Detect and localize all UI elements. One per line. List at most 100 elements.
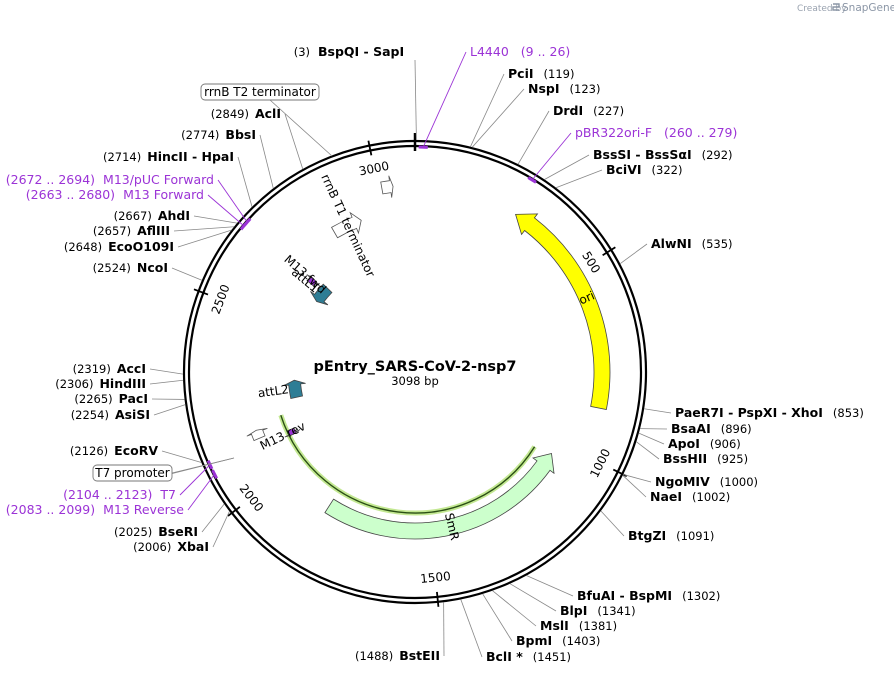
primer-position: (260 .. 279): [664, 125, 737, 140]
enzyme-leader: [509, 583, 557, 612]
enzyme-name: HindIII: [99, 376, 146, 391]
enzyme-leader: [153, 404, 186, 416]
enzyme-site[interactable]: NgoMIV(1000): [623, 474, 758, 489]
enzyme-site[interactable]: AsiSI(2254): [71, 404, 186, 422]
enzyme-site[interactable]: BssSI - BssSαI(292): [544, 147, 733, 180]
enzyme-site[interactable]: NspI(123): [471, 81, 600, 148]
enzyme-site[interactable]: AclI(2849): [211, 106, 304, 170]
primer-site[interactable]: M13 Reverse(2083 .. 2099): [6, 469, 219, 517]
primer-site[interactable]: M13/pUC Forward(2672 .. 2694): [6, 172, 252, 227]
enzyme-site[interactable]: PaeR7I - PspXI - XhoI(853): [644, 405, 864, 420]
primer-site[interactable]: L4440 (9 .. 26): [418, 44, 571, 149]
enzyme-site[interactable]: BlpI(1341): [509, 583, 636, 618]
boxed-label[interactable]: T7 promoter: [92, 457, 235, 482]
boxed-leader: [171, 457, 235, 474]
feature-m13-fwd: [306, 274, 320, 287]
enzyme-name: DrdI: [553, 103, 583, 118]
enzyme-site[interactable]: BciVI(322): [555, 162, 683, 189]
enzyme-name: BseRI: [158, 524, 198, 539]
boxed-feature-labels: rrnB T2 terminator T7 promoter: [92, 83, 333, 482]
enzyme-site[interactable]: BsaAI(896): [639, 421, 752, 436]
enzyme-site[interactable]: BstEII(1488): [355, 602, 445, 663]
enzyme-site[interactable]: MslI(1381): [492, 590, 618, 633]
feature-label-attl2: attL2: [257, 382, 290, 400]
enzyme-site[interactable]: PacI(2265): [74, 391, 185, 406]
feature-t7-prom: [246, 427, 268, 442]
enzyme-site[interactable]: AlwNI (535): [619, 236, 733, 265]
enzyme-site[interactable]: BseRI(2025): [114, 503, 225, 539]
feature-rrnb-t2: [380, 175, 394, 198]
enzyme-leader: [544, 154, 590, 180]
enzyme-site[interactable]: DrdI(227): [517, 103, 624, 165]
enzyme-site[interactable]: ApoI(906): [638, 432, 741, 451]
enzyme-site[interactable]: NcoI(2524): [93, 260, 203, 281]
boxed-label[interactable]: rrnB T2 terminator: [200, 83, 333, 157]
enzyme-site[interactable]: EcoO109I(2648): [64, 229, 232, 254]
enzyme-name: AlwNI: [651, 236, 692, 251]
enzyme-site[interactable]: BpmI(1403): [482, 593, 601, 648]
primer-name: M13/pUC Forward: [103, 172, 214, 187]
enzyme-position: (925): [717, 452, 748, 466]
feature-ori: [515, 213, 611, 411]
feature-rrnb-t1: [331, 211, 362, 239]
enzyme-position: (896): [721, 422, 752, 436]
enzyme-name: BssSI - BssSαI: [593, 147, 692, 162]
enzyme-position: (853): [833, 406, 864, 420]
enzyme-site[interactable]: BfuAI - BspMI(1302): [526, 575, 720, 603]
primer-mark: [527, 176, 537, 184]
plasmid-name: pEntry_SARS-CoV-2-nsp7: [314, 359, 517, 375]
enzyme-name: PacI: [119, 391, 148, 406]
enzyme-name: AsiSI: [115, 407, 150, 422]
tick-label: 2500: [209, 283, 233, 317]
primer-site[interactable]: pBR322ori-F(260 .. 279): [527, 125, 737, 184]
enzyme-leader: [161, 450, 202, 463]
enzyme-name: XbaI: [177, 539, 209, 554]
enzyme-site[interactable]: NaeI (1002): [622, 474, 731, 504]
enzyme-site[interactable]: HindIII(2306): [55, 376, 184, 391]
enzyme-position: (1341): [597, 604, 635, 618]
enzyme-site[interactable]: HincII - HpaI(2714): [103, 149, 253, 207]
enzyme-position: (2524): [93, 261, 131, 275]
enzyme-site[interactable]: PciI(119): [470, 66, 574, 147]
enzyme-name: NaeI: [650, 489, 682, 504]
boxed-text: rrnB T2 terminator: [204, 85, 316, 99]
enzyme-leader: [173, 226, 235, 232]
enzyme-leader: [644, 408, 672, 414]
primer-mark: [239, 221, 249, 231]
plasmid-size: 3098 bp: [391, 374, 439, 388]
enzyme-position: (1403): [562, 634, 600, 648]
primer-leader: [422, 51, 467, 148]
enzyme-site[interactable]: XbaI (2006): [133, 511, 230, 554]
enzyme-name: BstEII: [399, 648, 440, 663]
enzyme-leader: [600, 510, 625, 537]
enzyme-position: (535): [702, 237, 733, 251]
enzyme-site[interactable]: AhdI(2667): [114, 208, 238, 224]
enzyme-position: (1002): [692, 490, 730, 504]
boxed-leader: [269, 99, 333, 157]
enzyme-name: BclI *: [486, 649, 523, 664]
snapgene-logo-icon: [832, 3, 840, 11]
primer-mark: [211, 469, 219, 479]
primer-site[interactable]: M13 Forward(2663 .. 2680): [26, 187, 249, 231]
enzyme-site[interactable]: AflIII(2657): [93, 223, 235, 238]
enzyme-position: (2006): [133, 540, 171, 554]
enzyme-site[interactable]: (3)BspQI - SapI: [294, 44, 417, 141]
primer-position: (9 .. 26): [521, 44, 571, 59]
enzyme-site[interactable]: AccI(2319): [73, 361, 184, 376]
primer-name: L4440: [470, 44, 509, 59]
primer-name: M13 Forward: [123, 187, 204, 202]
enzyme-site[interactable]: BclI *(1451): [460, 599, 571, 664]
enzyme-leader: [471, 88, 525, 148]
enzyme-site[interactable]: EcoRV(2126): [70, 443, 202, 463]
enzyme-site[interactable]: BtgZI(1091): [600, 510, 715, 543]
enzyme-name: BtgZI: [628, 528, 666, 543]
primer-site[interactable]: T7(2104 .. 2123): [63, 459, 214, 502]
enzyme-name: AhdI: [158, 208, 190, 223]
enzyme-site[interactable]: BssHII(925): [636, 441, 748, 466]
tick-mark: [367, 140, 373, 156]
enzyme-leader: [460, 599, 483, 658]
plasmid-backbone: [182, 133, 648, 605]
enzyme-site[interactable]: BbsI(2774): [181, 127, 274, 189]
primer-position: (2104 .. 2123): [63, 487, 152, 502]
